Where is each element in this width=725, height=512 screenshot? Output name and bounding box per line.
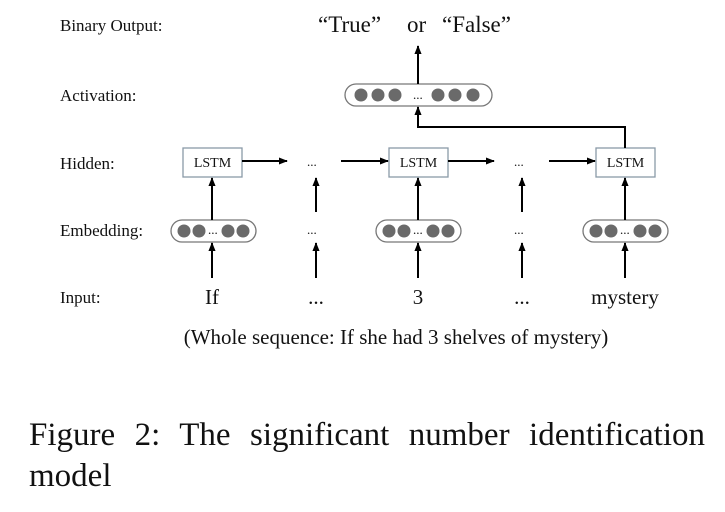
embedding-2-ellipsis: ... [413, 222, 423, 237]
lstm-cell-3-label: LSTM [607, 156, 645, 171]
activation-ellipsis: ... [413, 87, 423, 102]
lstm-cell-1-label: LSTM [194, 156, 232, 171]
output-or: or [407, 12, 427, 37]
lstm-cell-1: LSTM [182, 147, 243, 178]
hidden-ellipsis-2: ... [514, 154, 524, 169]
figure-caption: Figure 2: The significant number identif… [29, 417, 705, 494]
input-token-2: ... [308, 285, 324, 309]
input-token-5: mystery [591, 285, 659, 309]
arrow-lstm3-to-activation [414, 106, 626, 148]
lstm-cell-2: LSTM [388, 147, 449, 178]
lstm-cell-3: LSTM [595, 147, 656, 178]
label-input: Input: [60, 288, 101, 307]
label-hidden: Hidden: [60, 154, 115, 173]
input-token-3: 3 [413, 285, 424, 309]
input-token-1: If [205, 285, 219, 309]
embedding-ellipsis-1: ... [307, 222, 317, 237]
hidden-ellipsis-1: ... [307, 154, 317, 169]
output-false: “False” [442, 12, 511, 37]
label-embedding: Embedding: [60, 221, 143, 240]
label-binary-output: Binary Output: [60, 16, 162, 35]
input-token-4: ... [514, 285, 530, 309]
embedding-1-ellipsis: ... [208, 222, 218, 237]
whole-sequence-note: (Whole sequence: If she had 3 shelves of… [184, 325, 609, 349]
label-activation: Activation: [60, 86, 136, 105]
embedding-3-ellipsis: ... [620, 222, 630, 237]
lstm-cell-2-label: LSTM [400, 156, 438, 171]
output-true: “True” [318, 12, 381, 37]
embedding-vector-2: ... [375, 219, 462, 243]
embedding-vector-3: ... [582, 219, 669, 243]
activation-vector: ... [344, 83, 493, 107]
embedding-ellipsis-2: ... [514, 222, 524, 237]
embedding-vector-1: ... [170, 219, 257, 243]
